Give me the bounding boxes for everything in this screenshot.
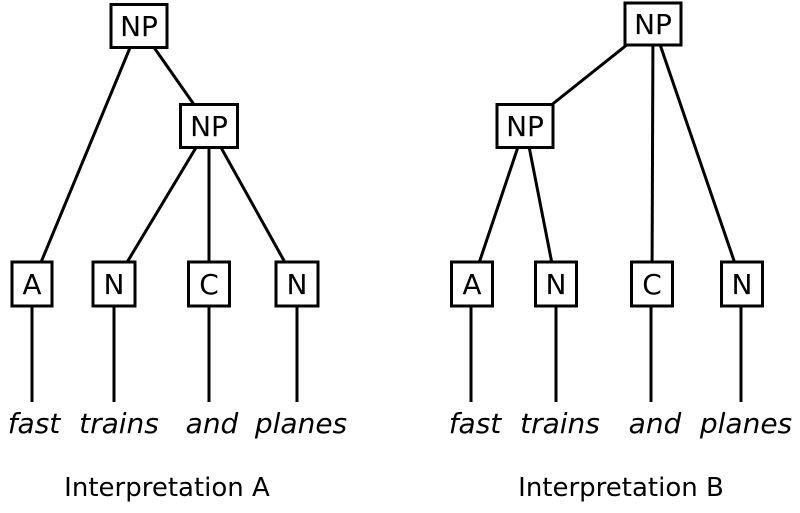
tree-edge	[207, 125, 299, 285]
word-label: and	[629, 407, 682, 440]
node-label: A	[462, 268, 481, 301]
node-label: C	[199, 268, 219, 301]
node-label: NP	[506, 110, 544, 143]
node-box	[450, 260, 494, 308]
caption-interpretation-a: Interpretation A	[64, 473, 270, 503]
node-box	[534, 260, 578, 308]
node-box	[495, 103, 555, 149]
node-box	[179, 103, 239, 149]
tree-edge	[650, 23, 655, 285]
node-box	[630, 260, 674, 308]
tree-edge	[523, 125, 558, 285]
node-label: N	[287, 268, 308, 301]
node-label: NP	[190, 110, 228, 143]
node-label: N	[104, 268, 125, 301]
node-label: NP	[120, 10, 158, 43]
node-box	[274, 260, 320, 308]
word-label: fast	[8, 407, 62, 440]
node-label: A	[22, 268, 41, 301]
node-box	[10, 260, 54, 308]
node-box	[91, 260, 137, 308]
word-label: trains	[520, 407, 600, 440]
word-label: trains	[79, 407, 159, 440]
node-box	[623, 1, 683, 47]
tree-edge	[470, 125, 527, 285]
tree-edge	[112, 125, 211, 285]
node-label: NP	[634, 8, 672, 41]
word-label: and	[186, 407, 239, 440]
tree-edge	[30, 25, 141, 285]
caption-interpretation-b: Interpretation B	[518, 473, 724, 503]
node-label: N	[546, 268, 567, 301]
node-box	[720, 260, 764, 308]
node-box	[187, 260, 231, 308]
tree-edge	[651, 23, 744, 285]
word-label: planes	[254, 407, 347, 440]
node-label: N	[732, 268, 753, 301]
node-box	[109, 3, 169, 49]
node-label: C	[642, 268, 662, 301]
word-label: fast	[449, 407, 503, 440]
word-label: planes	[699, 407, 792, 440]
